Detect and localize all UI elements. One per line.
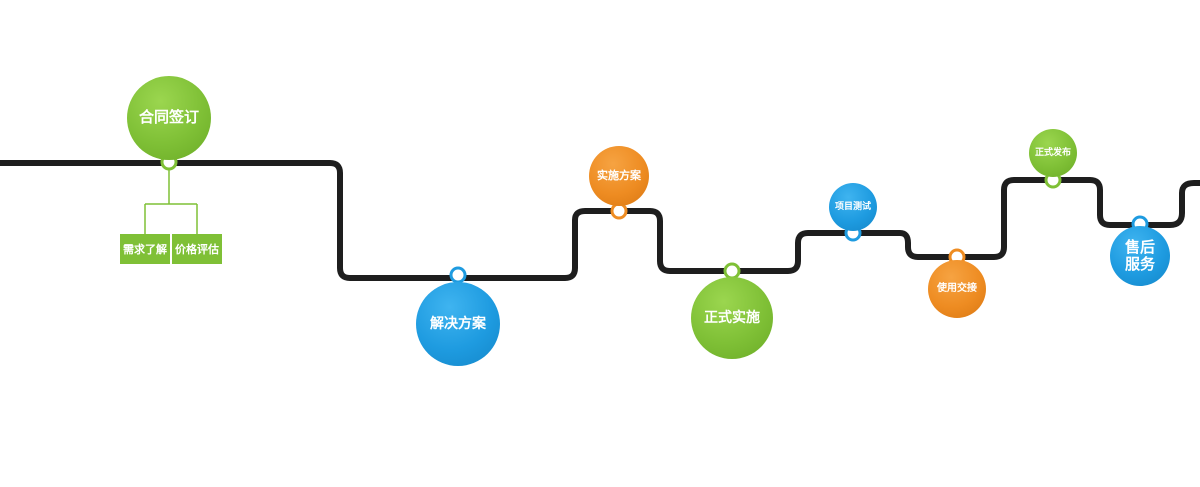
step-testing: 项目测试 xyxy=(829,183,877,231)
step-release: 正式发布 xyxy=(1029,129,1077,177)
sub-step-pricing: 价格评估 xyxy=(172,234,222,264)
step-release-label: 正式发布 xyxy=(1034,147,1071,158)
step-impl-plan: 实施方案 xyxy=(589,146,649,206)
step-delivery: 使用交接 xyxy=(928,260,986,318)
step-testing-label: 项目测试 xyxy=(834,201,871,212)
step-formal-impl: 正式实施 xyxy=(691,277,773,359)
sub-step-requirements: 需求了解 xyxy=(120,234,170,264)
sub-step-connector xyxy=(144,170,198,234)
step-impl-plan-label: 实施方案 xyxy=(597,168,641,182)
sub-step-pricing-label: 价格评估 xyxy=(175,243,219,256)
node-formal-impl xyxy=(723,262,741,280)
step-formal-impl-label: 正式实施 xyxy=(704,309,760,326)
step-after-sales-label-line2: 服务 xyxy=(1124,255,1155,273)
node-rings xyxy=(160,153,1149,284)
step-contract-label: 合同签订 xyxy=(138,108,199,127)
step-after-sales-label-line1: 售后 xyxy=(1124,237,1155,256)
node-impl-plan xyxy=(610,202,628,220)
sub-step-requirements-label: 需求了解 xyxy=(123,243,167,256)
step-contract: 合同签订 xyxy=(127,76,211,160)
step-delivery-label: 使用交接 xyxy=(937,283,977,295)
step-after-sales: 售后 服务 xyxy=(1110,226,1170,286)
node-solution xyxy=(449,266,467,284)
step-solution: 解决方案 xyxy=(416,282,500,366)
step-solution-label: 解决方案 xyxy=(430,315,486,332)
